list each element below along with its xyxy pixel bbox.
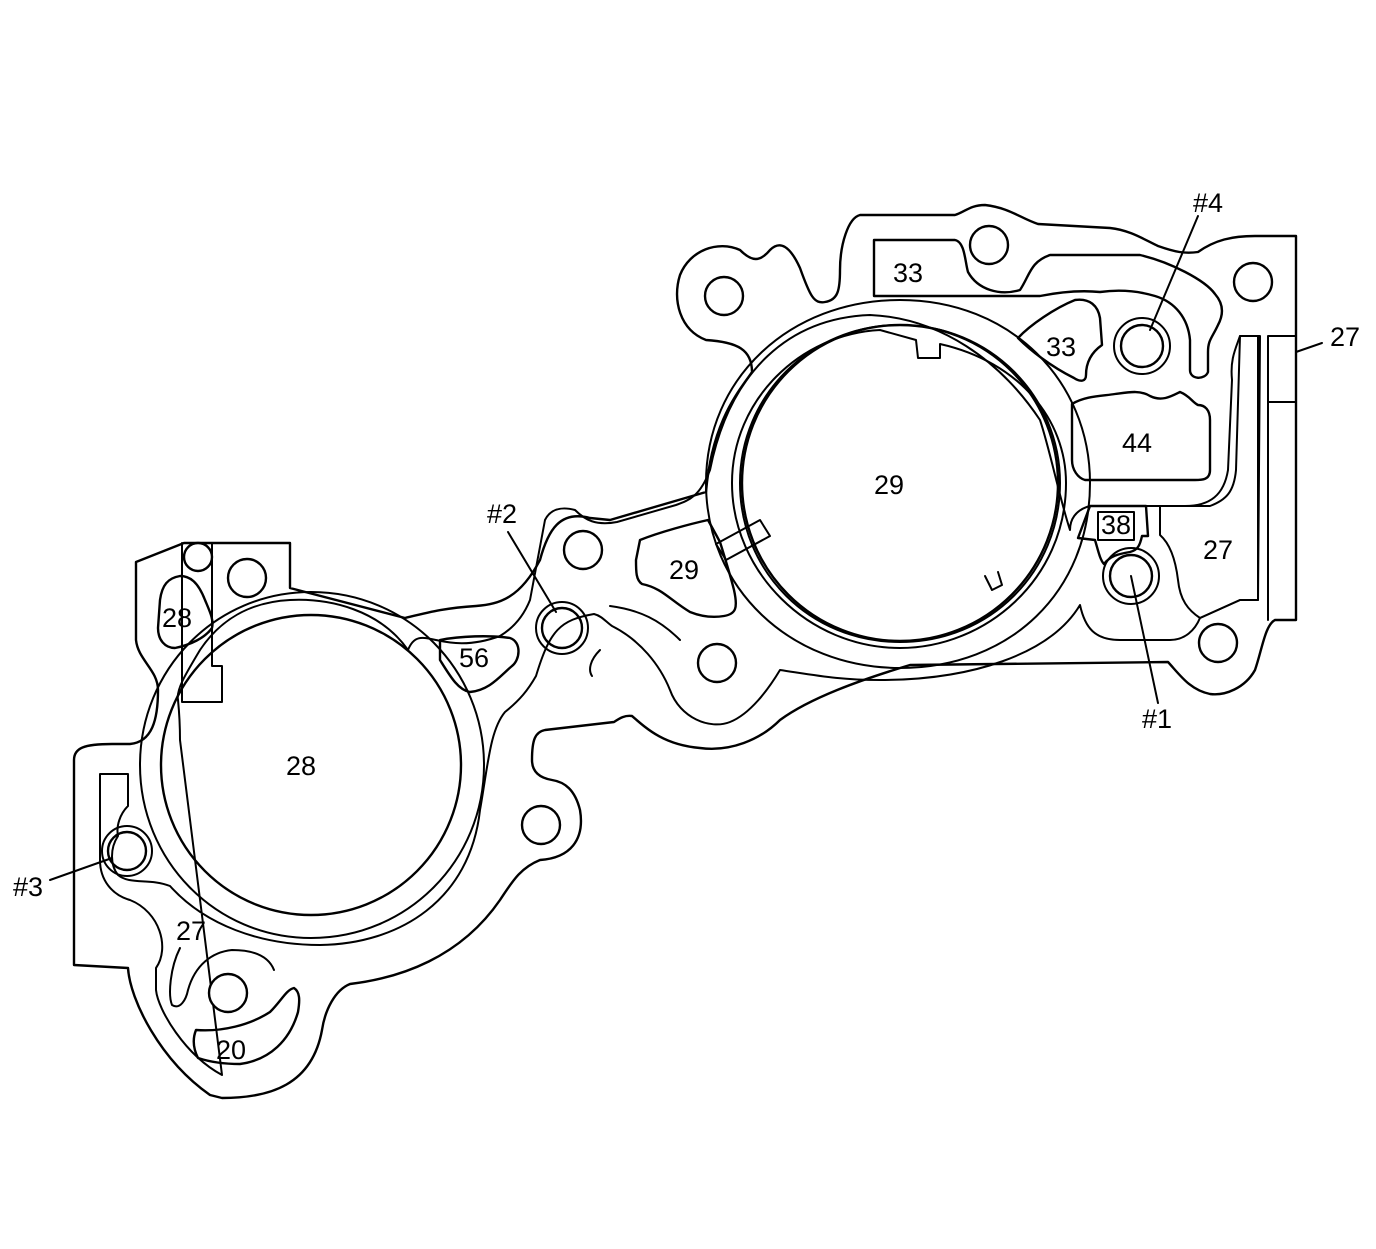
passage-44 bbox=[1070, 390, 1212, 482]
passage-27-left bbox=[169, 947, 275, 1008]
callout-leader-1 bbox=[1130, 575, 1159, 704]
check-ball-seat-1 bbox=[1108, 553, 1154, 599]
port-label-left-passage-27: 27 bbox=[176, 916, 206, 946]
port-label-left-passage-28: 28 bbox=[162, 603, 192, 633]
check-ball-seat-2-outer bbox=[535, 601, 589, 655]
port-label-passage-44: 44 bbox=[1122, 428, 1152, 458]
left-bore-inner bbox=[159, 613, 463, 917]
passage-29-slot bbox=[715, 519, 771, 561]
callout-leader-27 bbox=[1295, 342, 1323, 353]
bolt-hole bbox=[968, 224, 1010, 266]
bolt-hole bbox=[226, 557, 268, 599]
callout-leader-3 bbox=[49, 857, 113, 881]
port-label-right-bore: 29 bbox=[874, 470, 904, 500]
port-label-top-passage-33b: 33 bbox=[1046, 332, 1076, 362]
port-label-edge-27: 27 bbox=[1330, 322, 1360, 352]
bolt-hole bbox=[703, 275, 745, 317]
passage-28-tab bbox=[181, 542, 223, 703]
right-bore-inner-groove bbox=[731, 329, 1067, 649]
bolt-hole-small bbox=[182, 541, 214, 573]
check-ball-seat-1-outer bbox=[1102, 547, 1160, 605]
port-label-passage-56: 56 bbox=[459, 643, 489, 673]
port-label-left-bore: 28 bbox=[286, 751, 316, 781]
passage-56 bbox=[438, 635, 520, 694]
right-bore-ring bbox=[739, 324, 1061, 643]
passage-partition bbox=[589, 605, 681, 677]
bolt-hole bbox=[696, 642, 738, 684]
port-label-right-passage-27: 27 bbox=[1203, 535, 1233, 565]
right-bore-ring-outer bbox=[705, 299, 1091, 669]
check-ball-seat-4 bbox=[1119, 323, 1165, 369]
port-label-passage-29: 29 bbox=[669, 555, 699, 585]
port-label-passage-38: 38 bbox=[1101, 510, 1131, 540]
bolt-hole bbox=[562, 529, 604, 571]
gasket-inner-outline bbox=[99, 314, 1261, 1076]
callout-leader-4 bbox=[1149, 215, 1199, 331]
passage-38-inner bbox=[1097, 511, 1135, 541]
port-label-passage-20: 20 bbox=[216, 1035, 246, 1065]
callout-label-1: #1 bbox=[1142, 704, 1172, 734]
bolt-hole bbox=[1232, 261, 1274, 303]
passage-20 bbox=[192, 986, 301, 1066]
check-ball-seat-2 bbox=[540, 606, 584, 650]
check-ball-seat-4-outer bbox=[1113, 317, 1171, 375]
passage-27-right bbox=[1159, 335, 1259, 619]
passage-38 bbox=[1076, 504, 1150, 566]
edge-tab-27 bbox=[1267, 335, 1297, 621]
passage-29-small bbox=[634, 518, 738, 618]
left-bore-ring bbox=[139, 591, 485, 939]
callout-label-2: #2 bbox=[487, 499, 517, 529]
check-ball-seat-3 bbox=[106, 830, 148, 872]
callout-label-4: #4 bbox=[1193, 188, 1223, 218]
callout-label-3: #3 bbox=[13, 872, 43, 902]
passage-33-top bbox=[872, 238, 1224, 379]
bolt-hole bbox=[207, 972, 249, 1014]
passage-33-mid bbox=[1016, 298, 1104, 382]
callout-leader-2 bbox=[507, 531, 557, 613]
bolt-hole bbox=[520, 804, 562, 846]
bolt-hole bbox=[1197, 622, 1239, 664]
right-bore-notch bbox=[984, 571, 1003, 591]
gasket-outline bbox=[72, 203, 1298, 1100]
check-ball-seat-3-outer bbox=[101, 825, 153, 877]
port-label-top-passage-33a: 33 bbox=[893, 258, 923, 288]
